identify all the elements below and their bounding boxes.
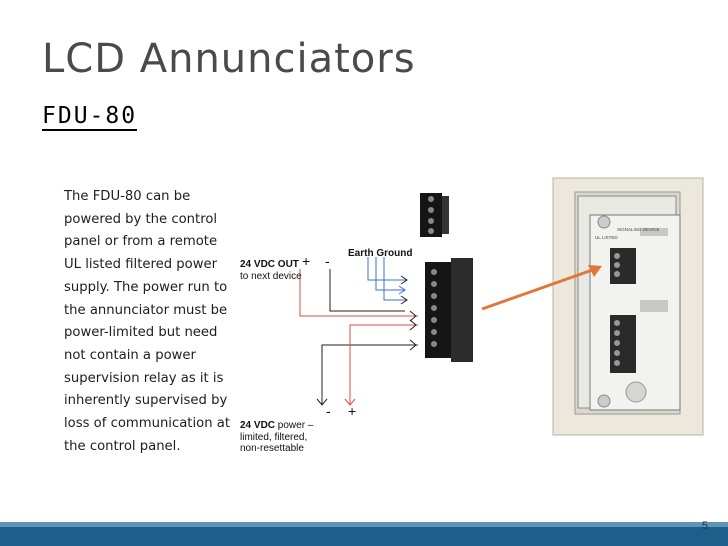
- page-number: 5: [701, 520, 708, 532]
- wire-out-plus: [299, 269, 418, 317]
- out-minus: -: [325, 253, 330, 269]
- device-photo-label-2: UL LISTED: [595, 235, 618, 240]
- in-label-bold: 24 VDC: [240, 420, 276, 431]
- in-label: 24 VDC power – limited, filtered, non-re…: [240, 420, 328, 455]
- out-label: 24 VDC OUT to next device: [240, 259, 310, 282]
- wire-earth-3: [383, 257, 407, 301]
- bottom-bar-highlight: [0, 522, 728, 527]
- pointer-arrow: [481, 266, 599, 311]
- out-label-rest: to next device: [240, 270, 302, 282]
- out-plus: +: [302, 253, 311, 269]
- in-label-rest: power – limited, filtered, non-resettabl…: [240, 420, 314, 454]
- bottom-bar: [0, 526, 728, 546]
- wire-in-minus: [321, 344, 418, 405]
- annunciator-device-photo: SIGNALING DEVICE UL LISTED: [552, 177, 704, 436]
- wire-earth-1: [367, 257, 407, 281]
- wire-in-plus: [349, 324, 418, 405]
- main-connector: [425, 258, 473, 362]
- out-label-bold: 24 VDC OUT: [240, 259, 299, 270]
- in-minus: -: [326, 403, 331, 419]
- wire-earth-2: [375, 257, 405, 291]
- top-connector: [420, 193, 449, 237]
- earth-ground-label: Earth Ground: [348, 248, 413, 259]
- wire-out-minus: [329, 269, 405, 312]
- slide-title: LCD Annunciators: [42, 36, 416, 82]
- device-photo-label-1: SIGNALING DEVICE: [617, 227, 660, 232]
- pointer-arrow-head: [588, 265, 602, 277]
- body-paragraph: The FDU-80 can be powered by the control…: [64, 189, 230, 454]
- in-plus: +: [348, 403, 357, 419]
- slide-subtitle: FDU-80: [42, 103, 138, 131]
